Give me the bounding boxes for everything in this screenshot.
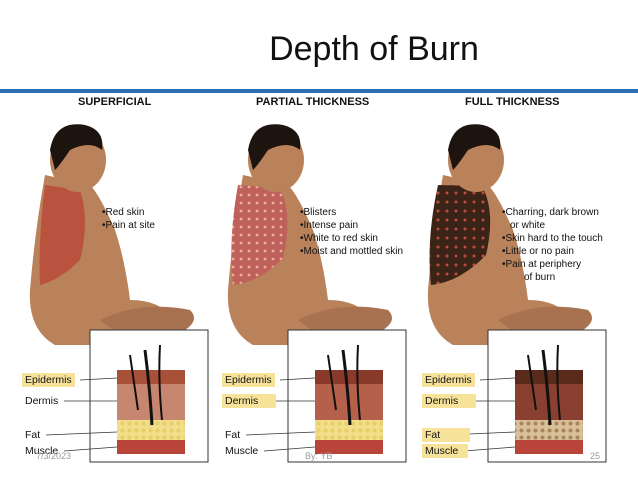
title-rule bbox=[0, 89, 638, 93]
label-muscle: Muscle bbox=[422, 444, 469, 458]
list-item: Pain at site bbox=[102, 219, 155, 232]
child-figure-partial bbox=[227, 124, 392, 345]
label-epidermis: Epidermis bbox=[222, 373, 275, 387]
list-item: Skin hard to the touch bbox=[502, 232, 603, 245]
list-item: Red skin bbox=[102, 206, 155, 219]
heading-partial-thickness: PARTIAL THICKNESS bbox=[256, 96, 370, 108]
list-item: or white bbox=[510, 220, 546, 231]
label-muscle: Muscle bbox=[25, 445, 59, 457]
heading-full-thickness: FULL THICKNESS bbox=[465, 96, 560, 108]
footer-date: 7/3/2023 bbox=[36, 451, 72, 461]
label-muscle: Muscle bbox=[225, 445, 259, 457]
skin-section-superficial bbox=[89, 329, 209, 463]
list-item: Charring, dark brown bbox=[502, 206, 603, 219]
slide-title: Depth of Burn bbox=[269, 30, 479, 68]
footer-author: By: YB bbox=[305, 451, 333, 461]
list-item: Intense pain bbox=[300, 219, 403, 232]
skin-section-full bbox=[487, 329, 607, 463]
bullets-full: Charring, dark brown or white Skin hard … bbox=[502, 206, 603, 284]
bullets-partial: Blisters Intense pain White to red skin … bbox=[300, 206, 404, 258]
label-epidermis: Epidermis bbox=[422, 373, 475, 387]
label-leaders bbox=[45, 377, 516, 452]
child-figure-full bbox=[427, 124, 592, 345]
label-dermis: Dermis bbox=[222, 394, 277, 408]
list-item: of burn bbox=[524, 272, 556, 283]
skin-section-partial bbox=[287, 329, 407, 463]
label-fat: Fat bbox=[225, 429, 241, 441]
label-dermis: Dermis bbox=[422, 394, 477, 408]
footer-page-number: 25 bbox=[590, 451, 601, 461]
list-item: Little or no pain bbox=[502, 245, 603, 258]
label-epidermis: Epidermis bbox=[22, 373, 75, 387]
list-item: Blisters bbox=[300, 206, 403, 219]
label-fat: Fat bbox=[25, 429, 41, 441]
child-figure-superficial bbox=[29, 124, 194, 345]
heading-superficial: SUPERFICIAL bbox=[78, 96, 152, 108]
label-dermis: Dermis bbox=[25, 395, 59, 407]
bullets-superficial: Red skin Pain at site bbox=[102, 206, 155, 232]
list-item: Moist and mottled skin bbox=[300, 245, 404, 258]
list-item: White to red skin bbox=[300, 232, 403, 245]
label-fat: Fat bbox=[422, 428, 471, 442]
list-item: Pain at periphery bbox=[502, 258, 603, 271]
